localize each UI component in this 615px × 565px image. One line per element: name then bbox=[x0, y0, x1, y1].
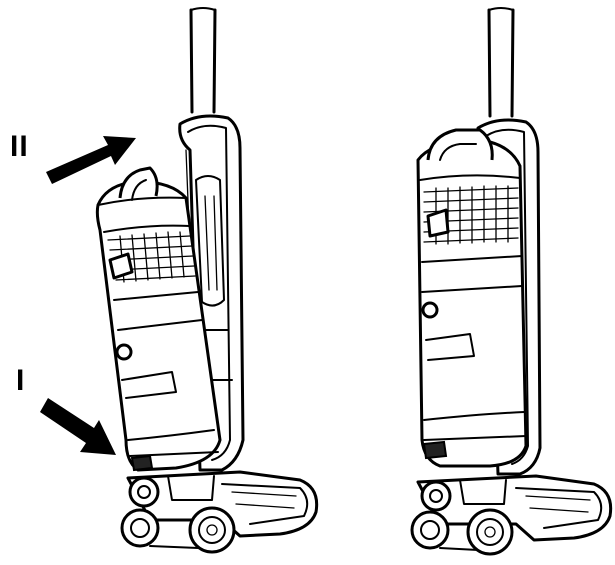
step-1-label: I bbox=[16, 364, 26, 397]
step-2-label: II bbox=[10, 130, 29, 163]
dust-canister-left-tilted bbox=[95, 166, 222, 472]
wheel-right-main bbox=[466, 508, 514, 556]
wheel-left-main bbox=[188, 506, 236, 554]
wheel-left-front bbox=[128, 476, 160, 508]
wheel-left-rear bbox=[120, 508, 160, 548]
floor-head-right bbox=[410, 474, 613, 556]
dust-canister-right-seated bbox=[416, 128, 528, 468]
arrow-down-right-icon bbox=[40, 398, 116, 455]
handle-pole-right bbox=[487, 7, 515, 118]
handle-pole-left bbox=[189, 7, 217, 114]
wheel-right-front bbox=[420, 480, 452, 512]
vacuum-right-assembled bbox=[410, 7, 613, 556]
arrow-up-right-icon bbox=[46, 136, 136, 184]
vacuum-left-tilted bbox=[95, 7, 319, 554]
floor-head-left bbox=[120, 470, 319, 554]
wheel-right-rear bbox=[410, 510, 450, 550]
